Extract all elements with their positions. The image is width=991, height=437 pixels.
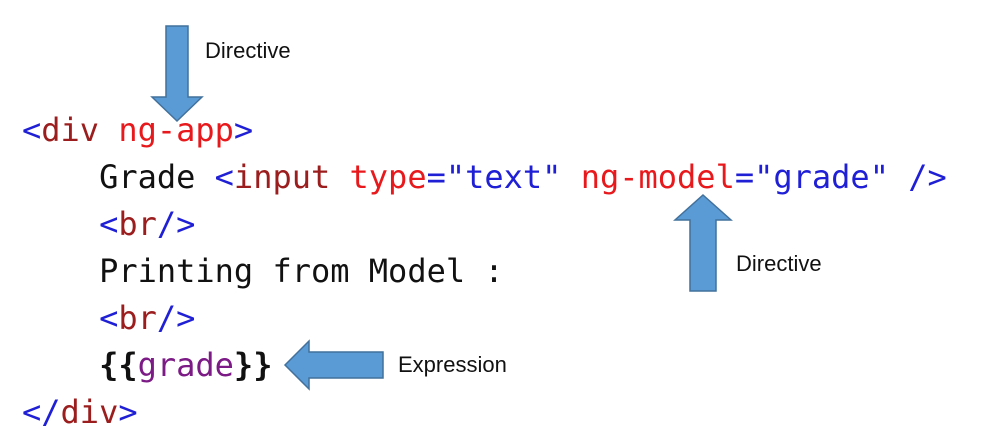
annotation-directive-top: Directive	[205, 38, 291, 63]
code-token-tag: br	[118, 299, 157, 337]
down-arrow-icon	[150, 25, 204, 123]
left-arrow-icon	[283, 339, 384, 391]
code-token-string: "grade"	[754, 158, 889, 196]
code-token-bracket: <	[99, 205, 119, 243]
code-token-bracket: >	[233, 111, 254, 149]
code-token-bracket: =	[426, 158, 446, 196]
code-token-text: }}	[233, 346, 273, 384]
annotation-expression: Expression	[398, 352, 507, 377]
code-token-bracket: />	[156, 299, 196, 337]
code-token-tag: div	[60, 393, 119, 431]
code-token-tag: div	[41, 111, 100, 149]
code-token-bracket: <	[214, 158, 234, 196]
code-token-attr: type	[349, 158, 427, 196]
code-line: </div>	[22, 392, 138, 432]
code-token-text: Grade	[99, 158, 215, 196]
code-token-string: "text"	[445, 158, 562, 196]
code-line: Printing from Model :	[22, 251, 504, 291]
code-token-bracket: <	[99, 299, 119, 337]
code-token-bracket: <	[22, 111, 42, 149]
code-line: Grade <input type="text" ng-model="grade…	[22, 157, 947, 197]
code-token-bracket: </	[22, 393, 61, 431]
code-token-bracket: >	[118, 393, 138, 431]
up-arrow-icon	[673, 193, 733, 292]
code-token-text: Printing from Model :	[99, 252, 504, 290]
code-line: <br/>	[22, 204, 195, 244]
code-token-bracket: />	[156, 205, 196, 243]
code-token-tag: input	[233, 158, 331, 196]
code-line: {{grade}}	[22, 345, 272, 385]
code-line: <br/>	[22, 298, 195, 338]
code-token-text: {{	[99, 346, 138, 384]
annotation-directive-right: Directive	[736, 251, 822, 276]
code-token-bracket: =	[734, 158, 755, 196]
code-token-attr: ng-model	[580, 158, 735, 196]
code-token-tag: br	[118, 205, 157, 243]
code-token-bracket: />	[908, 158, 947, 196]
code-token-expr: grade	[137, 346, 234, 384]
